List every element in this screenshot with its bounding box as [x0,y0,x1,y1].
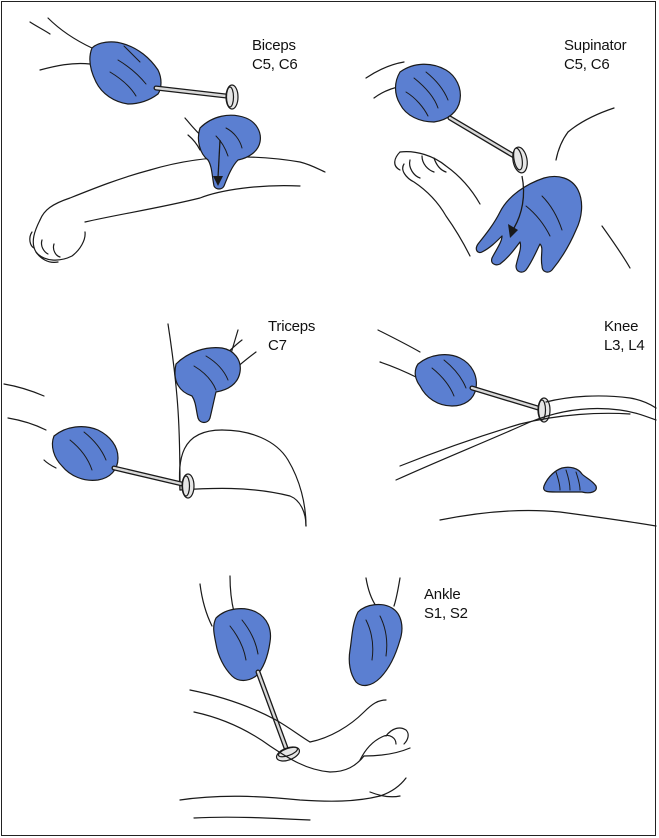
ankle-reflex-name: Ankle [424,585,468,604]
ankle-root-levels: S1, S2 [424,604,468,623]
biceps-reflex-name: Biceps [252,36,298,55]
supinator-label: Supinator C5, C6 [564,36,626,74]
triceps-reflex-name: Triceps [268,317,315,336]
knee-reflex-panel: Knee L3, L4 [360,290,659,550]
knee-root-levels: L3, L4 [604,336,645,355]
biceps-reflex-panel: Biceps C5, C6 [0,0,330,290]
supinator-reflex-name: Supinator [564,36,626,55]
supinator-reflex-panel: Supinator C5, C6 [330,0,659,290]
ankle-reflex-panel: Ankle S1, S2 [160,560,520,830]
triceps-reflex-panel: Triceps C7 [0,290,360,560]
triceps-label: Triceps C7 [268,317,315,355]
supinator-root-levels: C5, C6 [564,55,626,74]
biceps-root-levels: C5, C6 [252,55,298,74]
triceps-root-levels: C7 [268,336,315,355]
ankle-label: Ankle S1, S2 [424,585,468,623]
knee-reflex-name: Knee [604,317,645,336]
biceps-label: Biceps C5, C6 [252,36,298,74]
knee-label: Knee L3, L4 [604,317,645,355]
